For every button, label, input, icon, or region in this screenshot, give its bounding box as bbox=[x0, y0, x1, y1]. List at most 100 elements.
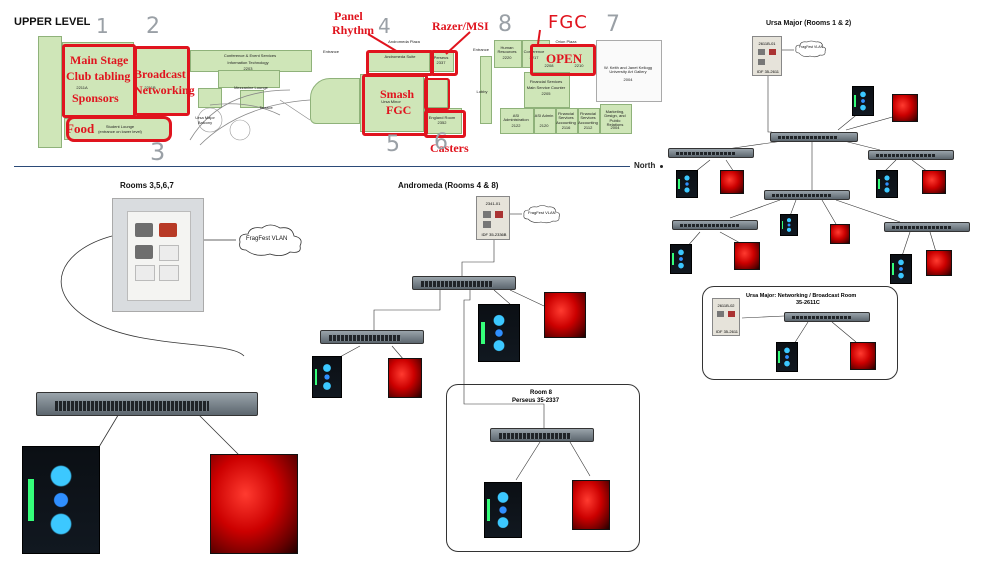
cloud-vlan-ursa bbox=[795, 40, 826, 58]
label-broadcast-num: 2211B bbox=[144, 85, 156, 90]
room-left-strip bbox=[38, 36, 62, 148]
pc-red-andromeda-room4 bbox=[388, 358, 422, 398]
switch-ursa-mid bbox=[764, 190, 850, 200]
wall-plate-photo bbox=[112, 198, 204, 312]
label-student-lounge: Student Lounge bbox=[105, 124, 135, 129]
annot-sponsors: Sponsors bbox=[72, 91, 119, 105]
switch-andromeda-core bbox=[412, 276, 516, 290]
label-conference: Conference & Event Services bbox=[223, 53, 277, 58]
gallery-area bbox=[596, 40, 662, 102]
label-orion-plaza: Orion Plaza bbox=[555, 39, 577, 44]
hand-number-7: 7 bbox=[606, 12, 620, 37]
hand-number-4: 4 bbox=[378, 14, 391, 38]
pc-blue-ursa-lower-left bbox=[670, 244, 692, 274]
label-financial: Financial Services bbox=[529, 79, 563, 84]
andromeda-port-c bbox=[483, 221, 491, 228]
pc-red-ursa-core bbox=[892, 94, 918, 122]
annot-broadcast: Broadcast bbox=[134, 67, 186, 81]
annot-box-perseus bbox=[430, 50, 458, 76]
label-marketing-num: 2004 bbox=[610, 125, 620, 130]
label-lobby: Lobby bbox=[476, 89, 488, 94]
ursa-title: Ursa Major (Rooms 1 & 2) bbox=[766, 20, 852, 27]
label-gallery-num: 2004 bbox=[623, 77, 633, 82]
annot-club-tabling: Club tabling bbox=[66, 69, 131, 83]
annot-fgc-top: FGC bbox=[548, 12, 588, 33]
ursa-patch-panel: 2611B-01 IDF 35-2611 bbox=[752, 36, 782, 76]
label-info-tech: Information Technology bbox=[227, 60, 269, 65]
room-marketing bbox=[600, 104, 632, 134]
hand-number-3: 3 bbox=[150, 138, 166, 166]
label-gallery: W. Keith and Janet Kellogg University Ar… bbox=[603, 65, 653, 75]
label-conf2: Conference bbox=[523, 49, 545, 54]
label-ursa-major: Ursa Major bbox=[195, 115, 215, 120]
cloud-vlan-ursa-label: FragFest VLAN bbox=[799, 45, 824, 49]
andromeda-title: Andromeda (Rooms 4 & 8) bbox=[398, 181, 499, 190]
pc-blue-ursa-broadcast bbox=[776, 342, 798, 372]
ursa-idf-label: IDF 35-2611 bbox=[757, 69, 779, 74]
annot-main-stage: Main Stage bbox=[70, 53, 129, 67]
label-mezzanine: Mezzanine Lounge bbox=[234, 85, 268, 90]
switch-rooms-3567 bbox=[36, 392, 258, 416]
label-orion-num-2: 2210 bbox=[574, 63, 584, 68]
ursa-port-c bbox=[758, 59, 765, 65]
switch-ursa-left bbox=[668, 148, 754, 158]
jack-blank-2 bbox=[135, 265, 155, 281]
cloud-vlan-andromeda-label: FragFest VLAN bbox=[528, 210, 556, 215]
room-left-wing bbox=[310, 78, 360, 124]
label-fin3: Financial Services Accounting bbox=[578, 111, 598, 125]
label-andromeda-suite: Andromeda Suite bbox=[384, 54, 416, 59]
label-fin3-num: 2112 bbox=[583, 125, 593, 130]
label-engineer-num: 2352 bbox=[437, 120, 447, 125]
cloud-vlan-rooms-label: FragFest VLAN bbox=[246, 236, 288, 242]
label-perseus-num: 2337 bbox=[436, 60, 446, 65]
hand-number-1: 1 bbox=[96, 14, 109, 38]
cloud-vlan-rooms bbox=[239, 224, 302, 256]
pc-red-ursa-left bbox=[720, 170, 744, 194]
ursa-bc-panel-label: 2611B-02 bbox=[717, 303, 735, 308]
pc-red-rooms bbox=[210, 454, 298, 554]
pc-blue-ursa-core bbox=[852, 86, 874, 116]
jack-red bbox=[159, 223, 177, 237]
label-ursa-major-sub: Balcony bbox=[197, 120, 213, 125]
switch-room8 bbox=[490, 428, 594, 442]
pc-blue-ursa-left bbox=[676, 170, 698, 198]
room-small-1 bbox=[198, 88, 222, 108]
andromeda-port-b bbox=[495, 211, 503, 218]
ursa-panel-label: 2611B-01 bbox=[758, 41, 776, 46]
label-fin2-num: 2116 bbox=[561, 125, 571, 130]
pc-blue-andromeda-core bbox=[478, 304, 520, 362]
ursa-bc-port-b bbox=[728, 311, 735, 317]
label-asi: ASI Administration bbox=[503, 113, 529, 123]
annot-fgc: FGC bbox=[386, 103, 412, 117]
label-andromeda-plaza: Andromeda Plaza bbox=[388, 39, 420, 44]
pc-red-room8 bbox=[572, 480, 610, 530]
rooms-3567-title: Rooms 3,5,6,7 bbox=[120, 181, 174, 190]
ursa-port-a bbox=[758, 49, 765, 55]
pc-red-ursa-right bbox=[922, 170, 946, 194]
label-info-tech-num: 2203 bbox=[243, 66, 253, 71]
hand-number-8: 8 bbox=[498, 12, 512, 37]
label-conf-num: 2217 bbox=[529, 55, 539, 60]
annot-casters: Casters bbox=[430, 141, 469, 155]
label-terrace: Terrace bbox=[259, 105, 273, 110]
switch-ursa-lower-right bbox=[884, 222, 970, 232]
andromeda-port-a bbox=[483, 211, 491, 218]
label-hr: Human Resources bbox=[497, 45, 517, 55]
annot-food: Food bbox=[66, 121, 95, 136]
label-asi-admin-num: 2120 bbox=[539, 123, 549, 128]
pc-red-ursa-broadcast bbox=[850, 342, 876, 370]
room-small-2 bbox=[240, 90, 264, 108]
annot-smash: Smash bbox=[380, 87, 415, 101]
jack-blank-3 bbox=[159, 265, 179, 281]
label-entrance-1: Entrance bbox=[322, 49, 339, 54]
room8-box bbox=[446, 384, 640, 552]
pc-blue-andromeda-room4 bbox=[312, 356, 342, 398]
pc-red-ursa-mid bbox=[830, 224, 850, 244]
label-orion-num-1: 2208 bbox=[544, 63, 554, 68]
label-engineer: England Room bbox=[428, 115, 456, 120]
annot-box-engineer bbox=[424, 110, 466, 138]
floor-map: UPPER LEVEL Conference & Event Services … bbox=[0, 0, 700, 166]
jack-blank-1 bbox=[159, 245, 179, 261]
ursa-bc-idf-label: IDF 35-2611 bbox=[716, 329, 738, 334]
